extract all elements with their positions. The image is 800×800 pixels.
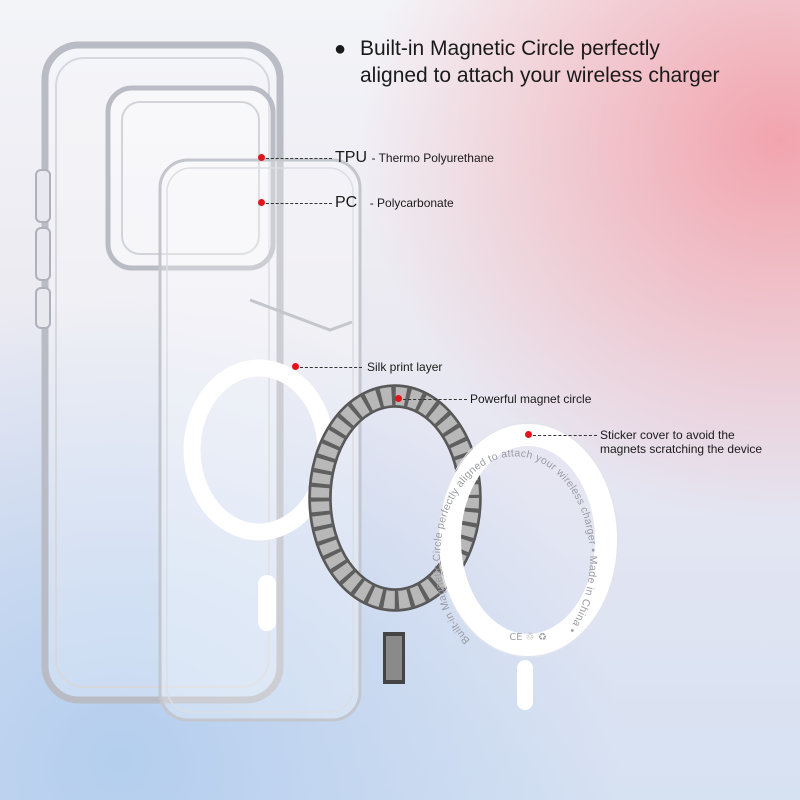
pc-callout: PC - Polycarbonate (335, 194, 454, 212)
sticker-marker-dot (525, 431, 532, 438)
pc-leader-line (266, 203, 332, 204)
side-button (35, 169, 51, 223)
silk-print-label: Silk print layer (367, 360, 443, 374)
certification-marks: CE ♲ ♻ (509, 632, 547, 643)
pc-description: - Polycarbonate (369, 196, 454, 210)
sticker-tab (517, 660, 533, 710)
headline: ● Built-in Magnetic Circle perfectly ali… (334, 35, 720, 89)
silk-marker-dot (292, 363, 299, 370)
sticker-label-line-1: Sticker cover to avoid the (600, 428, 735, 442)
headline-line-1: Built-in Magnetic Circle perfectly (360, 37, 660, 60)
magnet-circle-label: Powerful magnet circle (470, 392, 592, 406)
tpu-label: TPU (335, 149, 367, 166)
silk-leader-line (300, 367, 362, 368)
sticker-label-line-2: magnets scratching the device (600, 442, 763, 456)
headline-line-2: aligned to attach your wireless charger (360, 64, 720, 87)
silk-print-tab (258, 575, 276, 631)
magnet-marker-dot (395, 395, 402, 402)
camera-cutout (105, 85, 276, 271)
sticker-leader-line (533, 435, 597, 436)
pc-marker-dot (258, 199, 265, 206)
magnet-leader-line (403, 399, 467, 400)
sticker-cover-label: Sticker cover to avoid the magnets scrat… (600, 428, 762, 456)
tpu-marker-dot (258, 154, 265, 161)
pc-label: PC (335, 194, 358, 211)
side-button (35, 227, 51, 281)
tpu-callout: TPU - Thermo Polyurethane (335, 149, 494, 167)
tpu-leader-line (266, 158, 332, 159)
tpu-description: - Thermo Polyurethane (371, 151, 494, 165)
headline-bullet: ● (334, 38, 347, 60)
side-button (35, 287, 51, 329)
